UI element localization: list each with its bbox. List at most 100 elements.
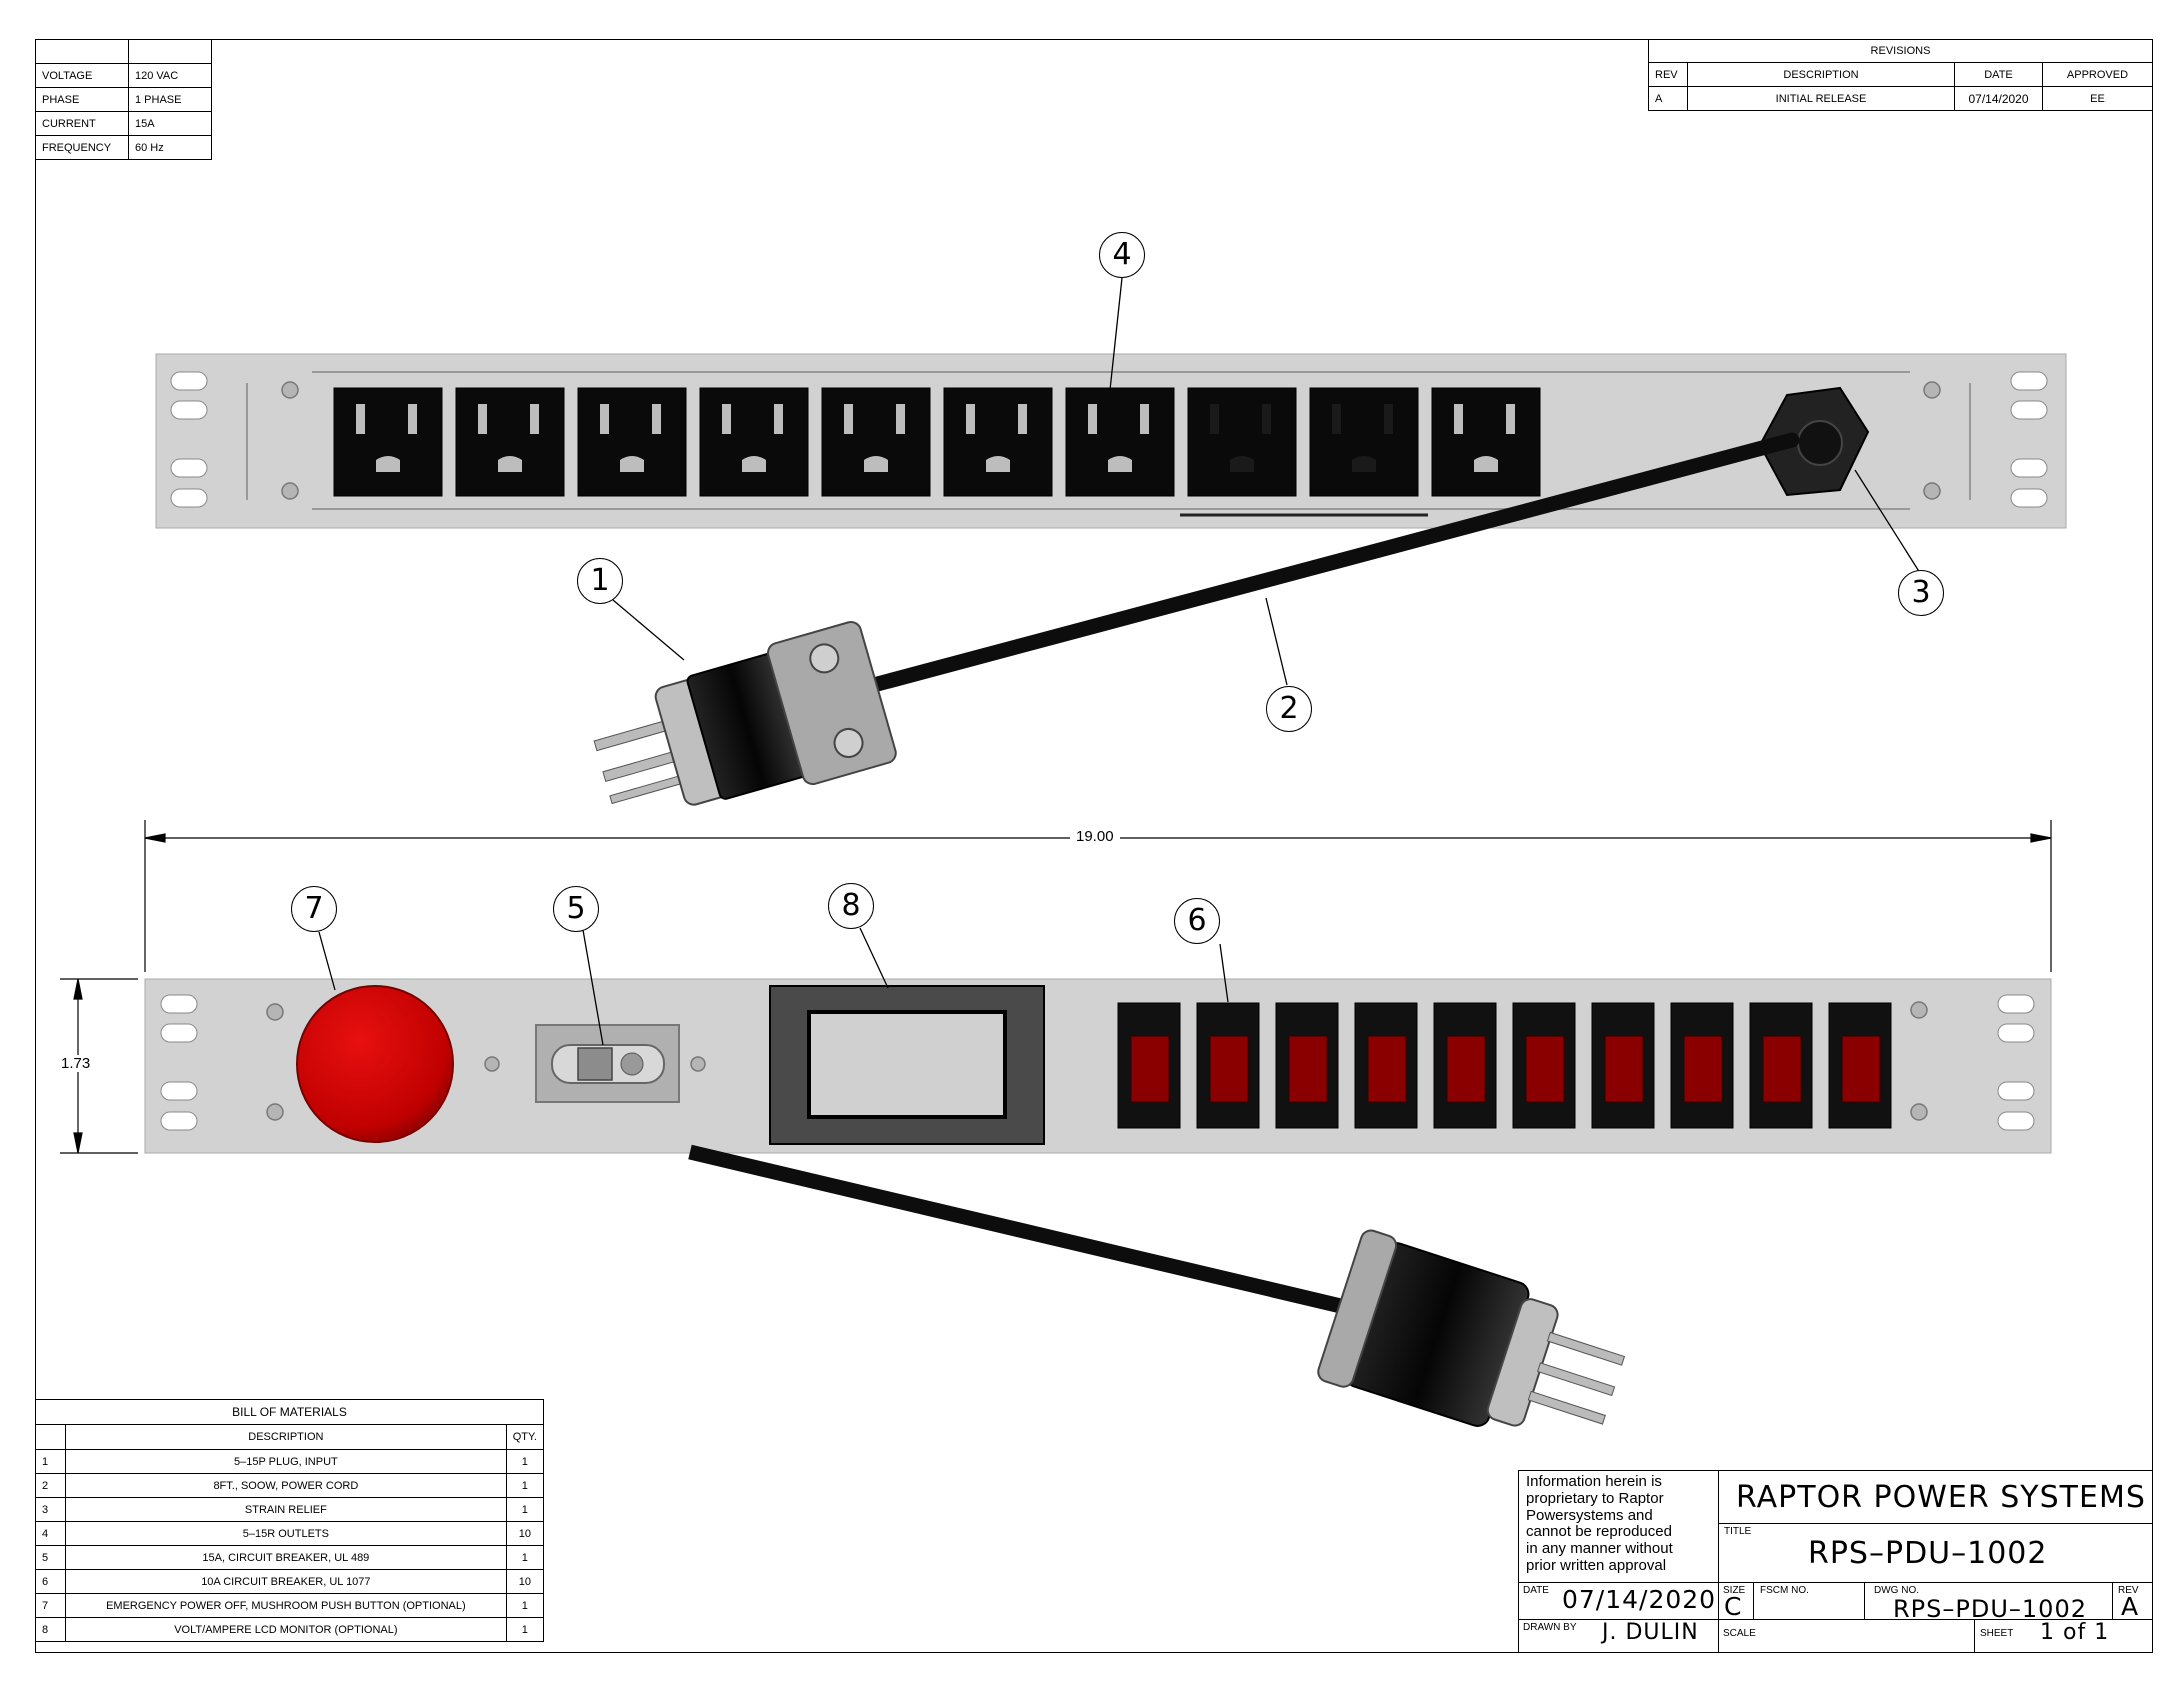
description-header: DESCRIPTION xyxy=(1687,62,1955,87)
branch-breaker xyxy=(1117,1002,1181,1129)
branch-breaker xyxy=(1749,1002,1813,1129)
outlet-5-15r xyxy=(1065,387,1175,497)
outlet-5-15r xyxy=(1187,387,1297,497)
sheet-label: SHEET xyxy=(1980,1628,2014,1639)
notice-line: Powersystems and xyxy=(1526,1506,1653,1524)
balloon-3: 3 xyxy=(1898,570,1944,616)
fscm-label: FSCM NO. xyxy=(1760,1585,1809,1596)
notice-line: proprietary to Raptor xyxy=(1526,1489,1664,1507)
dwg-no: RPS–PDU–1002 xyxy=(1893,1595,2087,1623)
bom-qty: 1 xyxy=(505,1473,545,1498)
balloon-5: 5 xyxy=(553,886,599,932)
bom-num: 8 xyxy=(35,1617,66,1642)
bom-qty-header: QTY. xyxy=(505,1424,545,1450)
spec-label: VOLTAGE xyxy=(35,63,129,88)
sheet-number: 1 of 1 xyxy=(2040,1620,2110,1645)
bom-description: 5–15R OUTLETS xyxy=(65,1521,507,1546)
outlet-5-15r xyxy=(1309,387,1419,497)
notice-line: in any manner without xyxy=(1526,1540,1673,1558)
balloon-1: 1 xyxy=(577,558,623,604)
notice-line: prior written approval xyxy=(1526,1556,1667,1574)
drawing-frame xyxy=(35,39,2153,1653)
power-cord-bottom xyxy=(688,1144,1402,1328)
bom-description: 8FT., SOOW, POWER CORD xyxy=(65,1473,507,1498)
spec-value: 120 VAC xyxy=(128,63,212,88)
balloon-6: 6 xyxy=(1174,898,1220,944)
company-name: RAPTOR POWER SYSTEMS xyxy=(1736,1480,2146,1515)
outlet-5-15r xyxy=(333,387,443,497)
notice-line: cannot be reproduced xyxy=(1526,1523,1672,1541)
bom-description: 5–15P PLUG, INPUT xyxy=(65,1449,507,1474)
drawn-by: J. DULIN xyxy=(1602,1620,1699,1645)
balloon-7: 7 xyxy=(291,886,337,932)
bom-num: 2 xyxy=(35,1473,66,1498)
drawing-title: RPS–PDU–1002 xyxy=(1808,1536,2048,1571)
main-breaker xyxy=(535,1024,680,1103)
notice-line: Information herein is xyxy=(1526,1473,1662,1490)
branch-breaker xyxy=(1196,1002,1260,1129)
spec-label: CURRENT xyxy=(35,111,129,136)
epo-button xyxy=(296,985,454,1143)
outlet-5-15r xyxy=(821,387,931,497)
size-label: SIZE xyxy=(1723,1585,1746,1596)
branch-breaker xyxy=(1670,1002,1734,1129)
revisions-title: REVISIONS xyxy=(1648,39,2153,63)
power-cord xyxy=(847,432,1800,698)
branch-breaker xyxy=(1354,1002,1418,1129)
branch-breaker xyxy=(1275,1002,1339,1129)
input-plug-bottom xyxy=(1317,1229,1626,1427)
bom-qty: 1 xyxy=(505,1497,545,1522)
lcd-monitor xyxy=(769,985,1045,1145)
bom-qty: 10 xyxy=(505,1521,545,1546)
bom-title: BILL OF MATERIALS xyxy=(35,1399,544,1425)
balloon-2: 2 xyxy=(1266,686,1312,732)
scale-label: SCALE xyxy=(1723,1628,1756,1639)
bom-description: STRAIN RELIEF xyxy=(65,1497,507,1522)
date-label: DATE xyxy=(1523,1585,1549,1596)
height-dimension-label: 1.73 xyxy=(55,1055,97,1072)
bom-num: 6 xyxy=(35,1569,66,1594)
bom-qty: 1 xyxy=(505,1617,545,1642)
branch-breaker xyxy=(1433,1002,1497,1129)
outlet-5-15r xyxy=(1431,387,1541,497)
drawing-rev: A xyxy=(2121,1592,2140,1621)
bom-description: 10A CIRCUIT BREAKER, UL 1077 xyxy=(65,1569,507,1594)
spec-value: 60 Hz xyxy=(128,135,212,160)
bom-num: 3 xyxy=(35,1497,66,1522)
outlet-5-15r xyxy=(943,387,1053,497)
spec-label: FREQUENCY xyxy=(35,135,129,160)
branch-breaker xyxy=(1591,1002,1655,1129)
drawn-by-label: DRAWN BY xyxy=(1523,1622,1577,1633)
revision-approved: EE xyxy=(2042,86,2153,111)
bom-description: VOLT/AMPERE LCD MONITOR (OPTIONAL) xyxy=(65,1617,507,1642)
bom-qty: 1 xyxy=(505,1449,545,1474)
width-dimension-label: 19.00 xyxy=(1070,828,1120,845)
revisions-table: REVISIONS REV DESCRIPTION DATE APPROVED … xyxy=(1648,39,2153,111)
bom-description: EMERGENCY POWER OFF, MUSHROOM PUSH BUTTO… xyxy=(65,1593,507,1618)
bom-num: 7 xyxy=(35,1593,66,1618)
bom-num: 5 xyxy=(35,1545,66,1570)
front-panel xyxy=(144,978,2052,1154)
outlet-5-15r xyxy=(455,387,565,497)
drawing-size: C xyxy=(1724,1592,1743,1621)
proprietary-notice: Information herein is proprietary to Rap… xyxy=(1526,1473,1673,1575)
branch-breaker xyxy=(1512,1002,1576,1129)
dwg-no-label: DWG NO. xyxy=(1874,1585,1919,1596)
title-label: TITLE xyxy=(1724,1526,1752,1537)
revision-date: 07/14/2020 xyxy=(1954,86,2043,111)
leader-lines xyxy=(318,277,1921,1046)
bom-num: 4 xyxy=(35,1521,66,1546)
input-plug xyxy=(593,620,897,806)
balloon-8: 8 xyxy=(828,883,874,929)
